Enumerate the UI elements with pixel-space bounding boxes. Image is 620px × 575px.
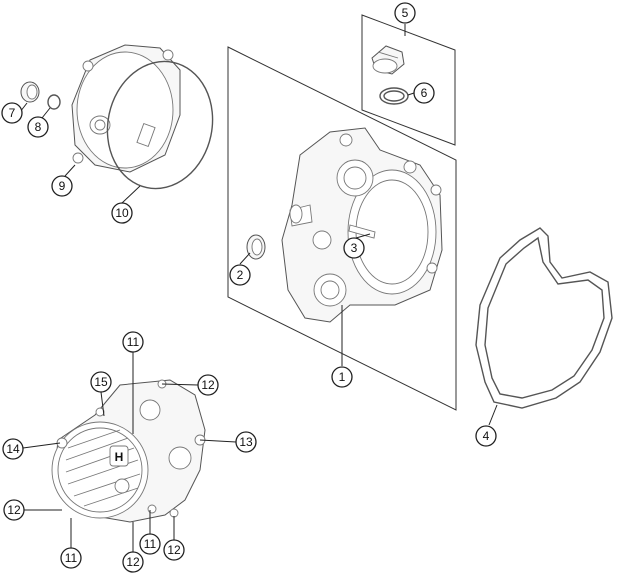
gasket-inner-edge xyxy=(484,236,605,399)
assembled-cover-view: H xyxy=(51,379,206,523)
callout-8: 8 xyxy=(27,116,49,138)
outer-cover-part xyxy=(71,44,181,173)
leader-lines xyxy=(19,24,498,552)
callout-12-left: 12 xyxy=(3,499,25,521)
callout-12-bottom-right-label: 12 xyxy=(167,543,181,557)
seal-washer-part xyxy=(47,94,61,110)
callout-15: 15 xyxy=(90,371,112,393)
callout-11-bottom-left-label: 11 xyxy=(65,551,78,565)
oil-filler-plug-part xyxy=(371,45,405,75)
callout-5-label: 5 xyxy=(402,6,409,20)
callout-4: 4 xyxy=(475,425,497,447)
callout-7: 7 xyxy=(1,102,23,124)
clutch-cover-part xyxy=(281,127,443,323)
callout-9: 9 xyxy=(51,175,73,197)
callout-6: 6 xyxy=(413,82,435,104)
oil-plug-panel xyxy=(361,14,456,146)
clutch-cover-gasket-part xyxy=(475,227,613,409)
callout-13-label: 13 xyxy=(239,435,253,449)
callout-11-bottom-right: 11 xyxy=(139,533,161,555)
callout-3-label: 3 xyxy=(351,241,358,255)
callout-6-label: 6 xyxy=(421,86,428,100)
callout-14: 14 xyxy=(2,438,24,460)
clutch-cover-panel xyxy=(227,46,457,411)
callout-14-label: 14 xyxy=(6,442,20,456)
brand-logo-mark: H xyxy=(115,450,124,464)
callout-12-bottom-label: 12 xyxy=(126,555,140,569)
callout-12-top-right: 12 xyxy=(197,374,219,396)
callout-1: 1 xyxy=(331,366,353,388)
callout-13: 13 xyxy=(235,431,257,453)
callout-12-left-label: 12 xyxy=(7,503,21,517)
callout-11-top-label: 11 xyxy=(127,335,140,349)
callout-11-bottom-left: 11 xyxy=(60,547,82,569)
callout-12-bottom-right: 12 xyxy=(163,539,185,561)
callout-15-label: 15 xyxy=(94,375,108,389)
callout-12-bottom: 12 xyxy=(122,551,144,573)
callout-11-bottom-right-label: 11 xyxy=(144,537,157,551)
callout-4-label: 4 xyxy=(483,429,490,443)
callout-10: 10 xyxy=(111,202,133,224)
callout-7-label: 7 xyxy=(9,106,16,120)
callout-2-label: 2 xyxy=(237,268,244,282)
callout-8-label: 8 xyxy=(35,120,42,134)
seal-ring-part xyxy=(246,234,266,260)
callout-5: 5 xyxy=(394,2,416,24)
callout-2: 2 xyxy=(229,264,251,286)
callout-11-top: 11 xyxy=(122,331,144,353)
callout-12-top-right-label: 12 xyxy=(201,378,215,392)
callout-3: 3 xyxy=(343,237,365,259)
o-ring-part xyxy=(379,87,409,105)
outer-cover-gasket-part xyxy=(106,60,214,190)
screw-plug-part xyxy=(20,81,40,103)
callout-10-label: 10 xyxy=(115,206,129,220)
callout-9-label: 9 xyxy=(59,179,66,193)
callout-1-label: 1 xyxy=(339,370,346,384)
